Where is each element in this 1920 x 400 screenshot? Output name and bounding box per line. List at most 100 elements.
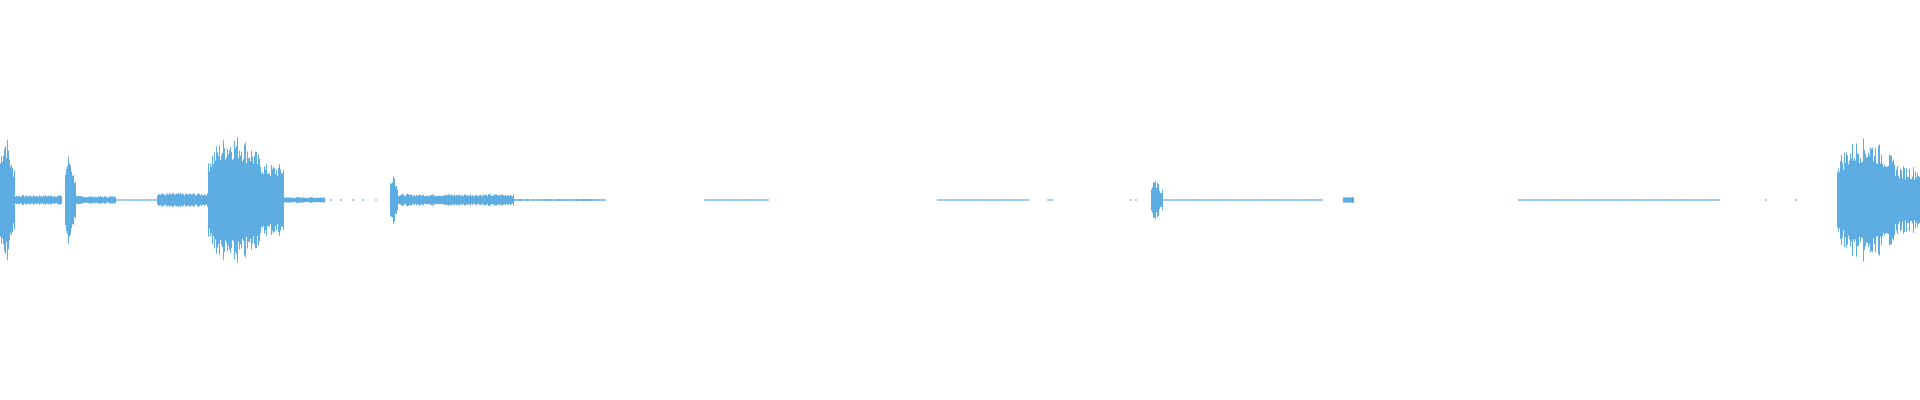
- waveform-sample: [601, 199, 602, 201]
- waveform-sample: [61, 196, 62, 204]
- waveform-sample: [1883, 167, 1884, 233]
- waveform-sample: [1312, 199, 1313, 201]
- waveform-sample: [1521, 199, 1522, 201]
- waveform-sample: [1681, 199, 1682, 201]
- waveform-sample: [497, 195, 498, 205]
- waveform-sample: [1293, 199, 1294, 201]
- waveform-sample: [952, 199, 953, 201]
- waveform-sample: [999, 199, 1000, 201]
- waveform-sample: [102, 196, 103, 204]
- waveform-sample: [119, 199, 120, 201]
- waveform-sample: [1227, 199, 1228, 201]
- waveform-sample: [1877, 164, 1878, 236]
- waveform-sample: [1229, 199, 1230, 201]
- waveform-sample: [30, 195, 31, 205]
- waveform-sample: [944, 199, 945, 201]
- waveform-sample: [977, 199, 978, 201]
- waveform-sample: [1584, 199, 1585, 201]
- waveform-sample: [406, 194, 407, 206]
- waveform-sample: [1159, 190, 1160, 210]
- waveform-sample: [1170, 199, 1171, 201]
- waveform-sample: [318, 197, 319, 203]
- waveform-sample: [1221, 199, 1222, 201]
- waveform-sample: [126, 199, 127, 201]
- waveform-sample: [1704, 199, 1705, 201]
- waveform-sample: [1156, 188, 1157, 212]
- waveform-sample: [323, 197, 324, 203]
- waveform-sample: [272, 169, 273, 231]
- waveform-sample: [559, 199, 560, 201]
- waveform-sample: [1622, 199, 1623, 201]
- waveform-sample: [166, 193, 167, 207]
- waveform-sample: [1214, 199, 1215, 201]
- waveform-sample: [412, 196, 413, 204]
- waveform-sample: [767, 199, 768, 201]
- waveform-sample: [104, 196, 105, 204]
- waveform-sample: [1690, 199, 1691, 201]
- waveform-sample: [267, 174, 268, 226]
- waveform-sample: [1209, 199, 1210, 201]
- waveform-sample: [991, 199, 992, 201]
- waveform-sample: [150, 199, 151, 201]
- waveform-sample: [204, 194, 205, 206]
- waveform-sample: [581, 199, 582, 201]
- waveform-sample: [420, 194, 421, 206]
- waveform-sample: [1550, 199, 1551, 201]
- waveform-sample: [1867, 156, 1868, 244]
- waveform-sample: [444, 195, 445, 205]
- waveform-sample: [127, 199, 128, 201]
- waveform-sample: [1861, 162, 1862, 238]
- waveform-sample: [1235, 199, 1236, 201]
- waveform-sample: [1636, 199, 1637, 201]
- waveform-sample: [1563, 199, 1564, 201]
- waveform-sample: [1168, 199, 1169, 201]
- waveform-sample: [125, 199, 126, 201]
- waveform-sample: [113, 197, 114, 203]
- waveform-sample: [436, 196, 437, 204]
- waveform-sample: [1534, 199, 1535, 201]
- waveform-sample: [544, 199, 545, 201]
- waveform-sample: [23, 195, 24, 205]
- waveform-sample: [135, 199, 136, 201]
- waveform-sample: [1671, 199, 1672, 201]
- waveform-sample: [768, 199, 769, 201]
- waveform-sample: [1916, 177, 1917, 223]
- waveform-sample: [1210, 199, 1211, 201]
- waveform-sample: [483, 194, 484, 206]
- waveform-sample: [1686, 199, 1687, 201]
- waveform-sample: [1863, 138, 1864, 262]
- waveform-sample: [65, 174, 66, 226]
- waveform-sample: [1716, 199, 1717, 201]
- waveform-sample: [22, 195, 23, 205]
- waveform-sample: [521, 199, 522, 201]
- waveform-sample: [1858, 154, 1859, 246]
- waveform-sample: [430, 195, 431, 205]
- waveform-sample: [1186, 199, 1187, 201]
- waveform-sample: [947, 199, 948, 201]
- waveform-sample: [937, 199, 938, 201]
- waveform-sample: [468, 196, 469, 204]
- waveform-sample: [1228, 199, 1229, 201]
- waveform-sample: [238, 158, 239, 242]
- waveform-sample: [41, 196, 42, 204]
- waveform-sample: [714, 199, 715, 201]
- waveform-sample: [141, 199, 142, 201]
- waveform-sample: [38, 196, 39, 204]
- waveform-sample: [989, 199, 990, 201]
- waveform-sample: [73, 175, 74, 225]
- waveform-sample: [352, 199, 354, 201]
- waveform-sample: [711, 199, 712, 201]
- waveform-sample: [459, 194, 460, 206]
- waveform-sample: [748, 199, 749, 201]
- waveform-sample: [1537, 199, 1538, 201]
- waveform-sample: [1908, 177, 1909, 223]
- waveform-sample: [48, 195, 49, 205]
- waveform-sample: [605, 199, 606, 201]
- waveform-sample: [1621, 199, 1622, 201]
- waveform-sample: [1689, 199, 1690, 201]
- waveform-sample: [401, 194, 402, 206]
- waveform-sample: [123, 199, 124, 201]
- waveform-sample: [1610, 199, 1611, 201]
- waveform-sample: [1644, 199, 1645, 201]
- waveform-sample: [1237, 199, 1238, 201]
